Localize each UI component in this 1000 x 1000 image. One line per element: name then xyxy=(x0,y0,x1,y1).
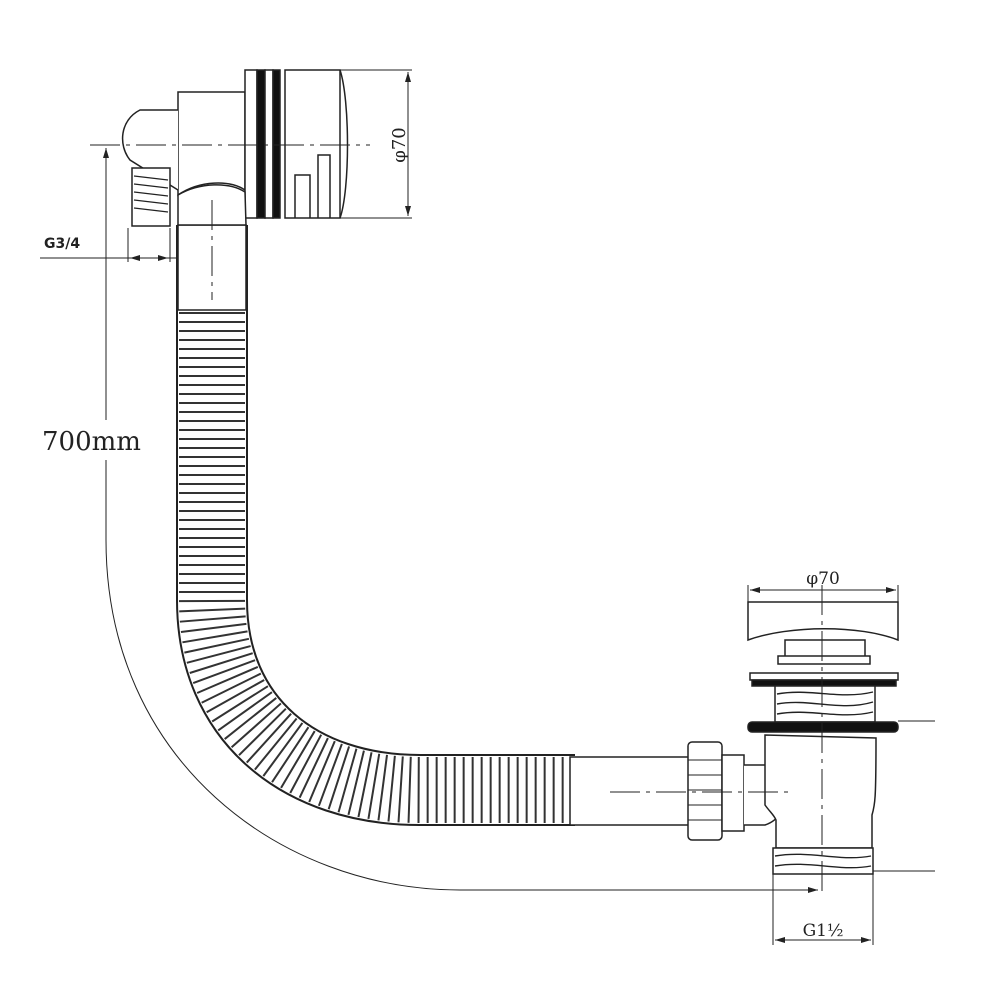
flexible-hose xyxy=(176,184,691,826)
overflow-assembly xyxy=(121,69,349,227)
waste-assembly xyxy=(747,601,899,875)
centerlines xyxy=(90,144,823,895)
dimension-lines xyxy=(40,69,935,945)
hose-length-label: 700mm xyxy=(42,427,141,457)
overflow-diameter-label: φ70 xyxy=(389,127,410,163)
waste-diameter-label: φ70 xyxy=(806,569,840,589)
waste-thread-label: G1½ xyxy=(803,921,844,941)
overflow-thread-label: G3/4 xyxy=(44,236,80,252)
